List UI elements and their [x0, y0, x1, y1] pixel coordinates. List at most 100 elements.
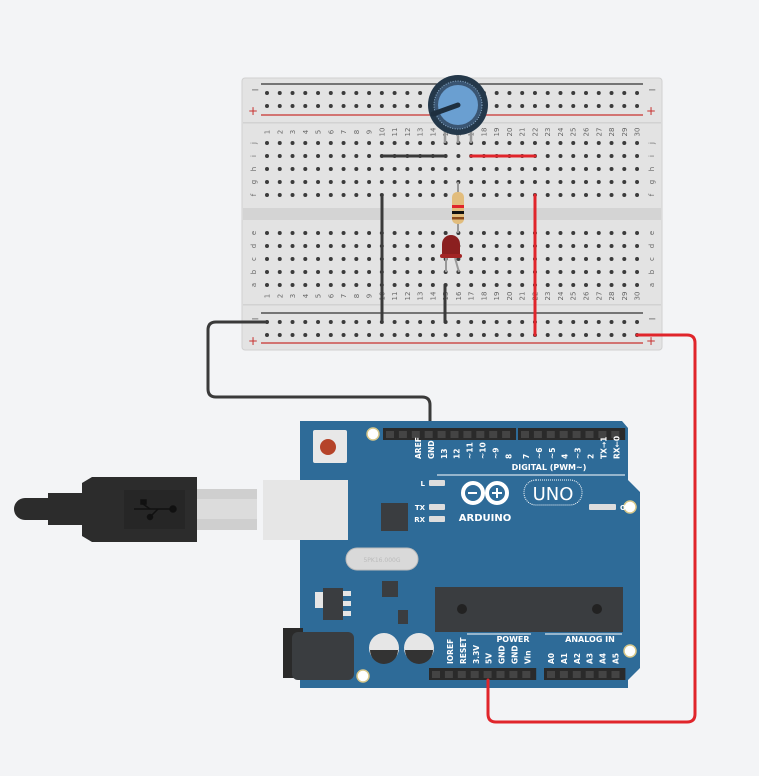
breadboard-hole[interactable]: [303, 270, 308, 274]
breadboard-hole[interactable]: [545, 320, 550, 324]
breadboard-hole[interactable]: [596, 283, 601, 287]
breadboard-hole[interactable]: [609, 104, 614, 108]
breadboard-hole[interactable]: [584, 257, 588, 261]
breadboard-hole[interactable]: [265, 141, 269, 145]
breadboard-hole[interactable]: [303, 283, 308, 287]
breadboard-hole[interactable]: [316, 320, 321, 324]
breadboard-hole[interactable]: [571, 231, 576, 235]
breadboard-hole[interactable]: [341, 257, 346, 261]
breadboard-hole[interactable]: [494, 141, 499, 145]
breadboard-hole[interactable]: [494, 320, 499, 324]
header-pin[interactable]: [611, 671, 620, 678]
breadboard-hole[interactable]: [609, 193, 614, 197]
breadboard-hole[interactable]: [418, 320, 423, 324]
breadboard-hole[interactable]: [481, 270, 486, 274]
breadboard-hole[interactable]: [354, 270, 359, 274]
digital-header-high[interactable]: [383, 428, 516, 440]
breadboard-hole[interactable]: [316, 104, 321, 108]
breadboard-hole[interactable]: [571, 104, 576, 108]
breadboard-hole[interactable]: [532, 141, 537, 145]
breadboard-hole[interactable]: [584, 270, 588, 274]
breadboard-hole[interactable]: [481, 141, 486, 145]
breadboard-hole[interactable]: [609, 257, 614, 261]
digital-header-low[interactable]: [518, 428, 626, 440]
header-pin[interactable]: [598, 671, 607, 678]
breadboard-hole[interactable]: [469, 270, 474, 274]
breadboard-hole[interactable]: [443, 333, 448, 337]
breadboard-hole[interactable]: [609, 231, 614, 235]
breadboard-hole[interactable]: [328, 333, 333, 337]
wire-red-5v-to-rail[interactable]: [486, 333, 697, 724]
breadboard-hole[interactable]: [430, 257, 435, 261]
breadboard-hole[interactable]: [481, 231, 486, 235]
breadboard-hole[interactable]: [303, 167, 308, 171]
header-pin[interactable]: [509, 671, 518, 678]
breadboard-hole[interactable]: [303, 257, 308, 261]
breadboard-hole[interactable]: [520, 104, 525, 108]
breadboard-hole[interactable]: [558, 193, 563, 197]
header-pin[interactable]: [533, 431, 542, 438]
breadboard-hole[interactable]: [367, 244, 372, 248]
breadboard-hole[interactable]: [418, 167, 423, 171]
breadboard-hole[interactable]: [520, 91, 525, 95]
breadboard-hole[interactable]: [456, 167, 461, 171]
breadboard-hole[interactable]: [635, 270, 640, 274]
breadboard-hole[interactable]: [532, 91, 537, 95]
breadboard-hole[interactable]: [622, 104, 627, 108]
breadboard-hole[interactable]: [596, 257, 601, 261]
breadboard-hole[interactable]: [545, 333, 550, 337]
breadboard-hole[interactable]: [545, 244, 550, 248]
breadboard-hole[interactable]: [469, 193, 474, 197]
breadboard-hole[interactable]: [303, 231, 308, 235]
breadboard-hole[interactable]: [290, 320, 295, 324]
header-pin[interactable]: [411, 431, 420, 438]
header-pin[interactable]: [432, 671, 440, 678]
breadboard-hole[interactable]: [354, 167, 359, 171]
breadboard-hole[interactable]: [507, 270, 512, 274]
breadboard-hole[interactable]: [277, 141, 282, 145]
breadboard-hole[interactable]: [328, 104, 333, 108]
breadboard-hole[interactable]: [571, 154, 576, 158]
breadboard-hole[interactable]: [316, 244, 321, 248]
breadboard-hole[interactable]: [596, 231, 601, 235]
breadboard-hole[interactable]: [392, 257, 397, 261]
breadboard-hole[interactable]: [507, 167, 512, 171]
breadboard-hole[interactable]: [354, 333, 359, 337]
breadboard-hole[interactable]: [354, 91, 359, 95]
breadboard-hole[interactable]: [456, 283, 461, 287]
breadboard-hole[interactable]: [596, 91, 601, 95]
breadboard-hole[interactable]: [290, 141, 295, 145]
breadboard-hole[interactable]: [494, 333, 499, 337]
breadboard-hole[interactable]: [571, 270, 576, 274]
breadboard-hole[interactable]: [622, 270, 627, 274]
breadboard-hole[interactable]: [392, 320, 397, 324]
breadboard-hole[interactable]: [507, 283, 512, 287]
breadboard-hole[interactable]: [622, 320, 627, 324]
breadboard-hole[interactable]: [405, 167, 410, 171]
breadboard-hole[interactable]: [443, 193, 448, 197]
breadboard-hole[interactable]: [392, 193, 397, 197]
breadboard-hole[interactable]: [405, 231, 410, 235]
breadboard-hole[interactable]: [341, 244, 346, 248]
breadboard-hole[interactable]: [609, 154, 614, 158]
breadboard-hole[interactable]: [418, 141, 423, 145]
breadboard-hole[interactable]: [481, 283, 486, 287]
breadboard-hole[interactable]: [456, 320, 461, 324]
breadboard-hole[interactable]: [545, 193, 550, 197]
breadboard-hole[interactable]: [571, 257, 576, 261]
breadboard-hole[interactable]: [635, 320, 640, 324]
breadboard-hole[interactable]: [545, 167, 550, 171]
breadboard-hole[interactable]: [277, 91, 282, 95]
breadboard-hole[interactable]: [290, 333, 295, 337]
breadboard-hole[interactable]: [367, 180, 372, 184]
breadboard-hole[interactable]: [290, 167, 295, 171]
breadboard-hole[interactable]: [341, 154, 346, 158]
breadboard-hole[interactable]: [328, 193, 333, 197]
breadboard-hole[interactable]: [367, 154, 372, 158]
breadboard-hole[interactable]: [596, 154, 601, 158]
breadboard-hole[interactable]: [558, 167, 563, 171]
breadboard-hole[interactable]: [290, 257, 295, 261]
breadboard-hole[interactable]: [469, 320, 474, 324]
breadboard-hole[interactable]: [316, 231, 321, 235]
breadboard-hole[interactable]: [316, 154, 321, 158]
